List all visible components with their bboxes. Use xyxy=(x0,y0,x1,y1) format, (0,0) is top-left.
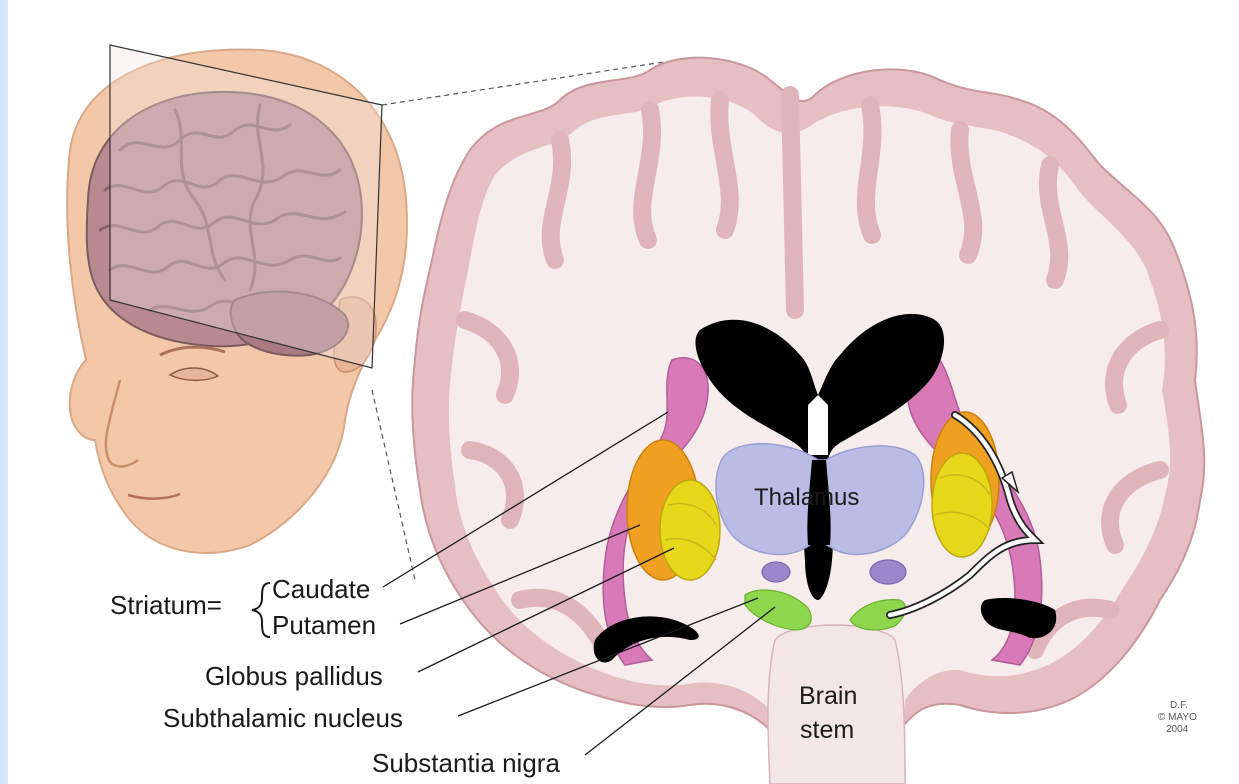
septum xyxy=(808,395,828,455)
putamen-left xyxy=(660,480,720,580)
label-brain-stem-2: stem xyxy=(800,716,854,744)
subthalamic-nucleus-right xyxy=(870,560,906,584)
label-globus-pallidus: Globus pallidus xyxy=(205,661,383,691)
striatum-brace xyxy=(252,583,270,637)
coronal-brain-section xyxy=(412,58,1204,784)
copyright-credit: D.F. © MAYO 2004 xyxy=(1158,700,1197,735)
label-putamen: Putamen xyxy=(272,610,376,640)
putamen-right xyxy=(932,453,992,557)
label-thalamus: Thalamus xyxy=(754,484,859,511)
label-caudate: Caudate xyxy=(272,574,370,604)
subthalamic-nucleus-left xyxy=(762,562,790,582)
label-subthalamic-nucleus: Subthalamic nucleus xyxy=(163,703,403,733)
label-brain-stem-1: Brain xyxy=(799,682,857,710)
head-illustration xyxy=(67,45,407,553)
credit-line3: 2004 xyxy=(1166,724,1189,735)
label-substantia-nigra: Substantia nigra xyxy=(372,748,560,778)
credit-line1: D.F. xyxy=(1170,700,1188,711)
credit-line2: © MAYO xyxy=(1158,712,1197,723)
label-striatum: Striatum= xyxy=(110,590,222,620)
